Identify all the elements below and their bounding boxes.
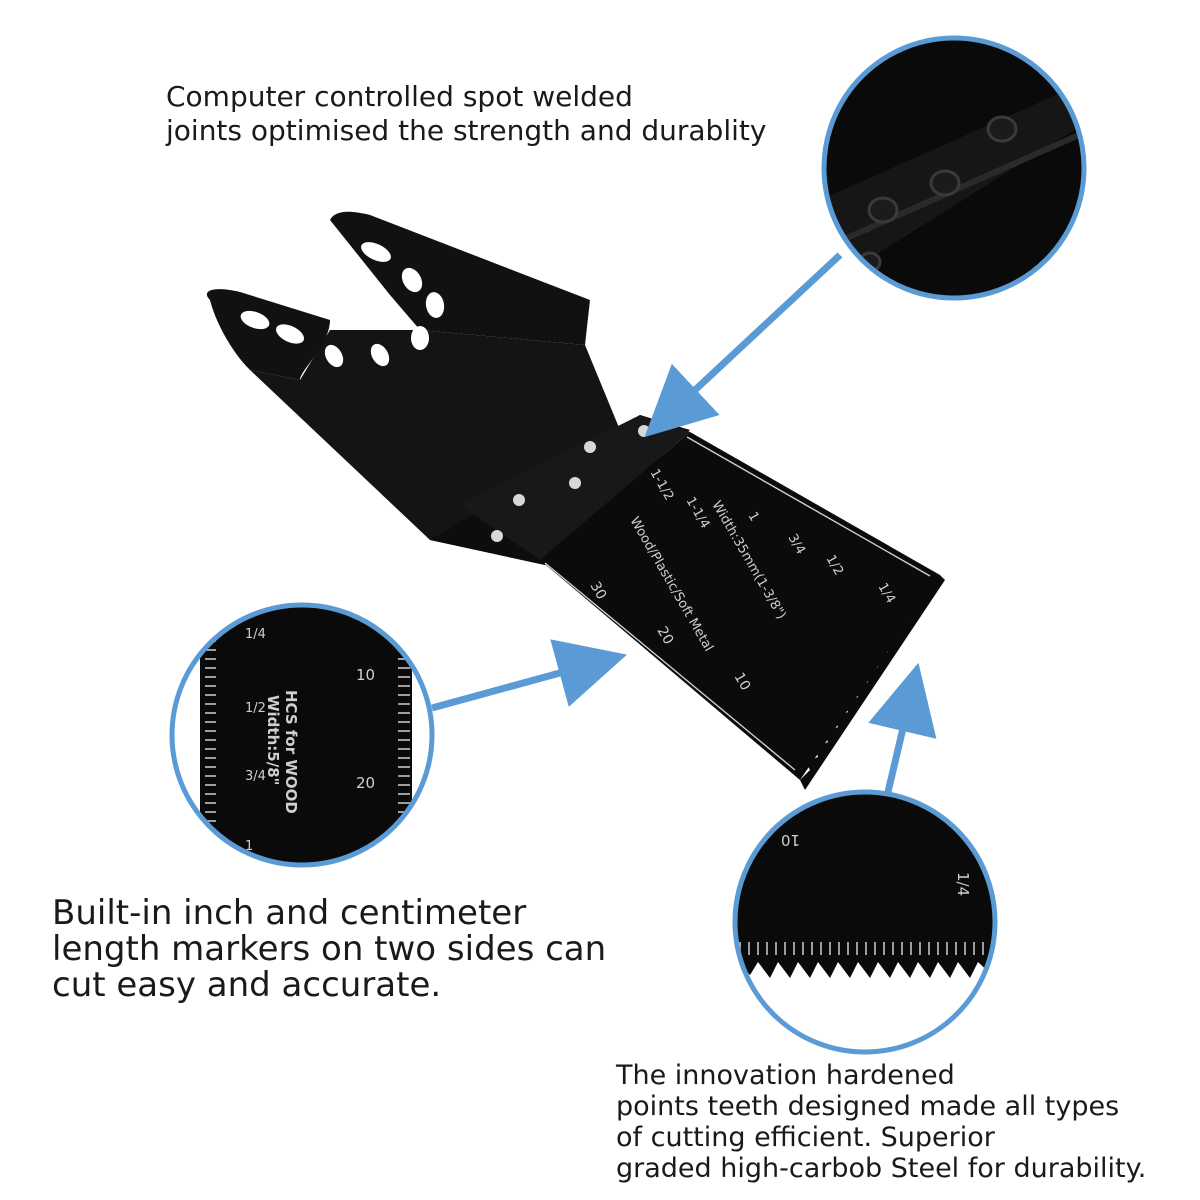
zoom-left-text-1: HCS for WOOD (282, 690, 300, 814)
zoom-left-inch-4: 1 (245, 839, 253, 854)
zoom-circle-markings: 1/4 1/2 3/4 1 10 20 HCS for WOOD Width:5… (169, 602, 435, 868)
blade-markings (544, 436, 931, 771)
zoom-circle-welds (821, 35, 1087, 301)
arrow-to-markings (431, 639, 628, 712)
zoom-left-cm-1: 10 (356, 666, 375, 684)
zoom-left-inch-2: 1/2 (245, 701, 266, 716)
zoom-circle-teeth: 10 1/4 (732, 789, 998, 1055)
zoom-left-text-2: Width:5/8" (264, 695, 282, 785)
blade-cm-mark-1: 30 (587, 579, 610, 602)
blade-body (540, 432, 940, 780)
zoom-bottom-cm: 10 (781, 831, 800, 849)
blade-mount-fork-right (330, 211, 590, 345)
mount-cutouts (240, 242, 445, 368)
zoom-bottom-inch: 1/4 (954, 872, 972, 896)
caption-markers: Built-in inch and centimeter length mark… (52, 893, 607, 1005)
blade-mount-fork-left (206, 289, 330, 380)
zoom-left-inch-3: 3/4 (245, 769, 266, 784)
zoom-teeth (735, 960, 995, 978)
zoom-left-inch-1: 1/4 (245, 627, 266, 642)
blade-cm-mark-3: 10 (731, 670, 754, 693)
callout-arrows (431, 252, 937, 793)
caption-teeth: The innovation hardened points teeth des… (616, 1060, 1147, 1184)
zoom-left-cm-2: 20 (356, 774, 375, 792)
blade-cm-mark-2: 20 (654, 624, 677, 647)
caption-welds: Computer controlled spot welded joints o… (166, 80, 767, 147)
arrow-to-welds (644, 252, 843, 438)
arrow-to-teeth (868, 662, 937, 793)
